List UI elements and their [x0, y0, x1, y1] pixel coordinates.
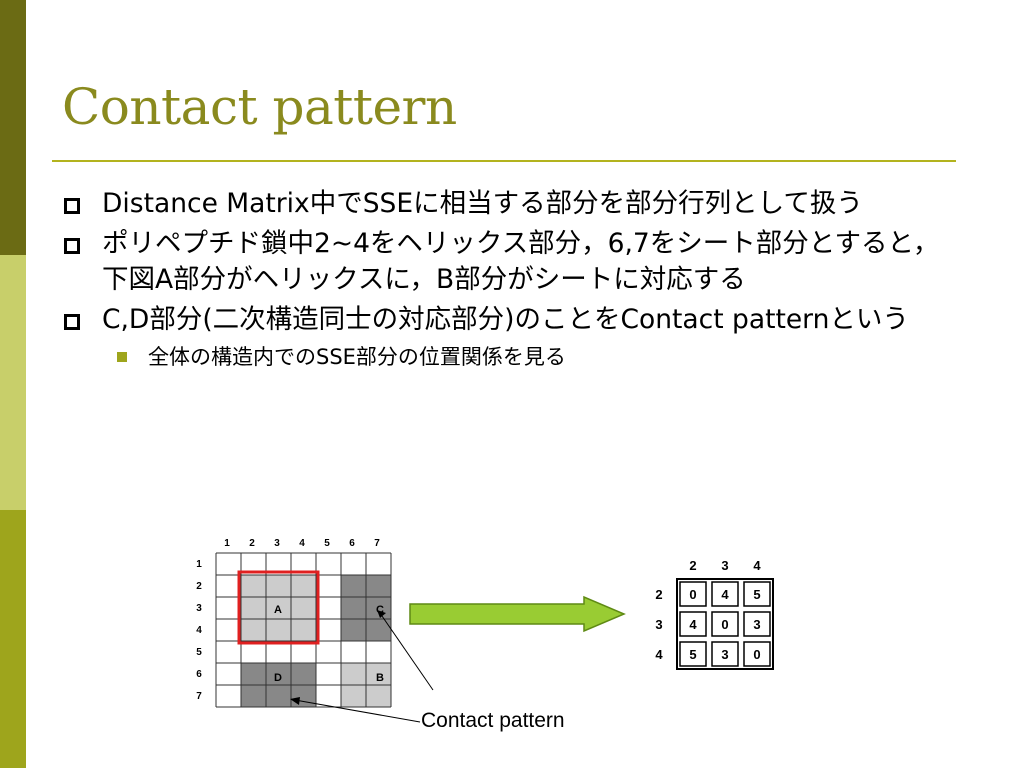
sub-bullet-text: 全体の構造内でのSSE部分の位置関係を見る [148, 345, 566, 369]
matrix-row-label: 5 [196, 647, 202, 658]
matrix-row-label: 6 [196, 669, 202, 680]
submatrix-row-labels: 2 3 4 [655, 587, 663, 662]
right-arrow-icon [409, 595, 626, 633]
bullet-item: C,D部分(二次構造同士の対応部分)のことをContact patternという [62, 302, 962, 338]
sub-bullet-item: 全体の構造内でのSSE部分の位置関係を見る [62, 342, 962, 372]
matrix-row-labels: 1 2 3 4 5 6 7 [196, 559, 202, 702]
matrix-grid-lines [215, 552, 392, 708]
submatrix-value: 3 [753, 617, 760, 632]
title-underline [52, 160, 956, 162]
submatrix-cells: 0 4 5 4 0 3 5 3 0 [676, 578, 774, 670]
matrix-row-label: 3 [196, 603, 202, 614]
contact-pattern-caption: Contact pattern [421, 709, 565, 732]
region-label-b: B [376, 672, 384, 684]
submatrix-row-label: 4 [655, 647, 663, 662]
submatrix-column-label: 3 [721, 558, 728, 573]
submatrix-cell [679, 581, 707, 607]
matrix-row-label: 2 [196, 581, 202, 592]
submatrix-column-label: 2 [689, 558, 696, 573]
region-label-d: D [274, 672, 282, 684]
sidebar-band-dark [0, 0, 26, 255]
submatrix-cell [679, 641, 707, 667]
submatrix-value: 5 [753, 587, 760, 602]
region-a [241, 575, 316, 641]
matrix-column-label: 1 [224, 538, 230, 549]
submatrix-column-label: 4 [753, 558, 761, 573]
submatrix-value: 0 [689, 587, 696, 602]
pointer-arrowhead-c [377, 610, 386, 618]
filled-square-bullet-icon [117, 352, 127, 362]
submatrix-value: 4 [721, 587, 729, 602]
bullet-text: C,D部分(二次構造同士の対応部分)のことをContact patternという [102, 304, 909, 335]
submatrix-cell [711, 641, 739, 667]
bullet-list: Distance Matrix中でSSEに相当する部分を部分行列として扱う ポリ… [62, 186, 962, 372]
matrix-column-label: 2 [249, 538, 255, 549]
matrix-row-label: 1 [196, 559, 202, 570]
bullet-item: ポリペプチド鎖中2~4をヘリックス部分，6,7をシート部分とすると，下図A部分が… [62, 226, 962, 298]
submatrix-value: 5 [689, 647, 696, 662]
highlight-box [237, 570, 320, 645]
submatrix-value: 4 [689, 617, 697, 632]
pointer-line-d [294, 699, 421, 723]
matrix-column-label: 3 [274, 538, 280, 549]
region-label-c: C [376, 604, 384, 616]
matrix-row-label: 7 [196, 691, 202, 702]
matrix-column-label: 5 [324, 538, 330, 549]
submatrix-cell [743, 611, 771, 637]
submatrix-cell [743, 581, 771, 607]
matrix-column-label: 7 [374, 538, 380, 549]
sidebar-band-light [0, 255, 26, 510]
square-bullet-icon [64, 314, 80, 330]
bullet-text: Distance Matrix中でSSEに相当する部分を部分行列として扱う [102, 188, 863, 219]
matrix-column-label: 4 [299, 538, 305, 549]
submatrix-row-label: 2 [655, 587, 662, 602]
slide-title: Contact pattern [62, 78, 457, 136]
matrix-column-label: 6 [349, 538, 355, 549]
region-label-a: A [274, 604, 282, 616]
submatrix-column-labels: 2 3 4 [689, 558, 761, 573]
submatrix-cell [743, 641, 771, 667]
square-bullet-icon [64, 238, 80, 254]
pointer-line-c [381, 615, 434, 691]
submatrix-cell [711, 581, 739, 607]
submatrix-cell [679, 611, 707, 637]
matrix-row-label: 4 [196, 625, 202, 636]
submatrix-value: 3 [721, 647, 728, 662]
distance-matrix: A C D B 1 2 3 4 5 6 7 1 2 3 4 5 6 7 [196, 538, 392, 708]
square-bullet-icon [64, 198, 80, 214]
submatrix-row-label: 3 [655, 617, 662, 632]
bullet-text: ポリペプチド鎖中2~4をヘリックス部分，6,7をシート部分とすると，下図A部分が… [102, 228, 940, 295]
matrix-column-labels: 1 2 3 4 5 6 7 [224, 538, 380, 549]
submatrix-value: 0 [721, 617, 728, 632]
submatrix-cell [711, 611, 739, 637]
submatrix-value: 0 [753, 647, 760, 662]
pointer-arrowhead-d [290, 697, 300, 705]
bullet-item: Distance Matrix中でSSEに相当する部分を部分行列として扱う [62, 186, 962, 222]
contact-submatrix: 2 3 4 2 3 4 0 4 5 4 0 3 5 3 0 [655, 558, 774, 670]
sidebar-band-mid [0, 510, 26, 768]
